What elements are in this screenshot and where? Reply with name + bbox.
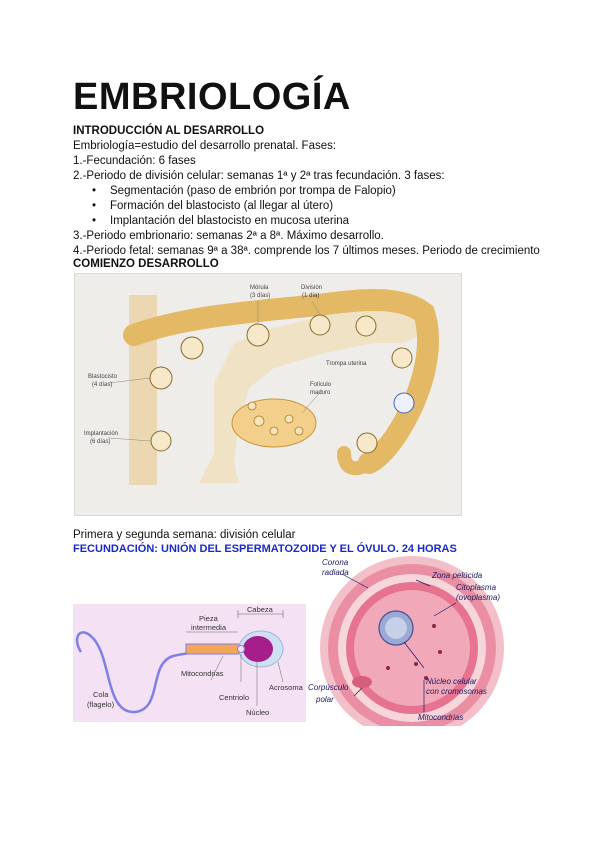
list-item: Formación del blastocisto (al llegar al … <box>92 199 396 214</box>
sperm-diagram: Pieza intermedia Cabeza Mitocondrias Col… <box>73 604 306 722</box>
label-implantation: Implantación <box>84 431 118 437</box>
chromatin <box>385 617 407 639</box>
list-item: Segmentación (paso de embrión por trompa… <box>92 184 396 199</box>
polar-body <box>352 676 372 688</box>
ovary <box>231 398 317 448</box>
label-division-days: (1 día) <box>302 293 319 299</box>
intro-line-4: 3.-Periodo embrionario: semanas 2ª a 8ª.… <box>73 230 384 242</box>
intro-heading: INTRODUCCIÓN AL DESARROLLO <box>73 125 265 137</box>
embryo-stage <box>180 336 204 360</box>
leader-line <box>108 377 151 384</box>
label-corona: Corona <box>322 558 349 567</box>
leader-line <box>341 573 369 589</box>
label-radiada: radiada <box>322 568 349 577</box>
leader-line <box>108 437 152 442</box>
leader-line <box>433 602 457 617</box>
label-morula: Mórula <box>250 285 269 291</box>
label-zona: Zona pelúcida <box>431 571 483 580</box>
label-division: División <box>301 285 322 291</box>
division-cell <box>309 314 331 336</box>
midpiece <box>185 643 241 655</box>
follicle <box>253 415 265 427</box>
leader-line <box>301 389 323 414</box>
label-intermedia: intermedia <box>191 623 227 632</box>
follicle <box>294 426 304 436</box>
intro-line-3: 2.-Periodo de división celular: semanas … <box>73 170 445 182</box>
label-follicle: Folículo <box>310 382 332 388</box>
leader-line <box>311 300 321 316</box>
label-blastocyst-days: (4 días) <box>92 382 112 388</box>
intro-line-2: 1.-Fecundación: 6 fases <box>73 155 196 167</box>
label-polar: polar <box>315 695 334 704</box>
label-flagelo: (flagelo) <box>87 700 115 709</box>
follicle <box>247 401 257 411</box>
label-corpusculo: Corpúsculo <box>308 683 349 692</box>
label-blastocyst: Blastocisto <box>88 374 118 380</box>
comienzo-heading: COMIENZO DESARROLLO <box>73 258 219 270</box>
leader-line <box>415 579 431 587</box>
fallopian-tube <box>123 289 440 474</box>
label-follicle-sub: maduro <box>310 390 331 396</box>
mitochondrion <box>386 666 390 670</box>
ovulated-ovum <box>356 432 378 454</box>
leader-line <box>277 661 284 683</box>
label-centriolo: Centriolo <box>219 693 249 702</box>
label-nucleo-celular: Núcleo celular <box>426 677 477 686</box>
ovum-diagram: Corona radiada Zona pelúcida Citoplasma … <box>306 556 518 726</box>
list-item: Implantación del blastocisto en mucosa u… <box>92 214 396 229</box>
leader-line <box>210 655 224 681</box>
label-citoplasma: Citoplasma <box>456 583 497 592</box>
phase-list: Segmentación (paso de embrión por trompa… <box>92 184 396 229</box>
blastocyst <box>149 366 173 390</box>
label-acrosoma: Acrosoma <box>269 683 304 692</box>
oocyte <box>391 347 413 369</box>
mitochondrion <box>438 650 442 654</box>
zygote <box>355 315 377 337</box>
development-figure: Mórula (3 días) División (1 día) Trompa … <box>74 273 462 516</box>
fertilized-ovum <box>393 392 415 414</box>
fecundacion-heading: FECUNDACIÓN: UNIÓN DEL ESPERMATOZOIDE Y … <box>73 543 457 555</box>
mitochondrion <box>424 676 428 680</box>
tube-fimbria <box>337 446 376 476</box>
label-pieza: Pieza <box>199 614 219 623</box>
leader-line <box>403 641 425 669</box>
page-title: EMBRIOLOGÍA <box>73 76 351 118</box>
implantation-embryo <box>150 430 172 452</box>
label-implantation-days: (6 días) <box>90 439 110 445</box>
uterus-wall <box>129 295 424 483</box>
morula <box>246 323 270 347</box>
figure-caption: Primera y segunda semana: división celul… <box>73 529 296 541</box>
label-cromosomas: con cromosomas <box>426 687 487 696</box>
label-tube: Trompa uterina <box>326 361 367 367</box>
mitochondrion <box>414 662 418 666</box>
nucleus <box>243 636 273 662</box>
label-morula-days: (3 días) <box>250 293 270 299</box>
intro-line-5: 4.-Periodo fetal: semanas 9ª a 38ª. comp… <box>73 245 540 257</box>
label-ovoplasma: (ovoplasma) <box>456 593 500 602</box>
label-mitocondrias: Mitocondrias <box>418 713 463 722</box>
follicle <box>284 414 294 424</box>
label-mitocondrias: Mitocondrias <box>181 669 224 678</box>
mitochondrion <box>432 624 436 628</box>
label-cola: Cola <box>93 690 109 699</box>
centriole <box>237 645 245 653</box>
label-nucleo: Núcleo <box>246 708 269 717</box>
follicle <box>269 426 279 436</box>
leader-line <box>353 687 363 697</box>
label-cabeza: Cabeza <box>247 605 274 614</box>
intro-line-1: Embriología=estudio del desarrollo prena… <box>73 140 337 152</box>
